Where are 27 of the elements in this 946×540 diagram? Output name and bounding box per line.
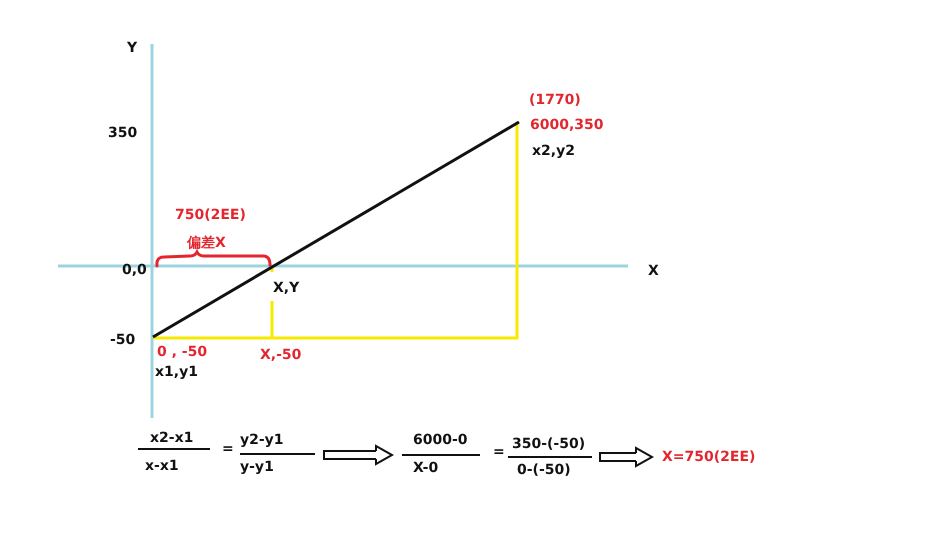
result-text: X=750(2EE): [662, 449, 756, 465]
tick-label: 350: [108, 125, 138, 141]
fraction-denominator: x-x1: [145, 458, 179, 474]
equals-sign: =: [222, 441, 234, 457]
fraction-numerator: 6000-0: [413, 432, 468, 448]
axis-label: Y: [127, 40, 138, 56]
dimension-label: 偏差X: [187, 235, 226, 251]
hollow-arrow: [323, 445, 393, 465]
equals-sign: =: [493, 444, 505, 460]
point-label: X,-50: [260, 347, 302, 363]
point-label: x2,y2: [532, 143, 575, 159]
axis-label: X: [648, 263, 659, 279]
fraction-numerator: y2-y1: [240, 432, 284, 448]
fraction-numerator: 350-(-50): [512, 436, 586, 452]
hollow-arrow: [599, 447, 653, 467]
point-label: (1770): [529, 92, 581, 108]
point-label: x1,y1: [155, 364, 198, 380]
fraction-denominator: X-0: [413, 460, 438, 476]
fraction-denominator: 0-(-50): [517, 462, 571, 478]
point-label: 6000,350: [530, 117, 604, 133]
point-label: X,Y: [273, 280, 300, 296]
fraction-denominator: y-y1: [240, 459, 274, 475]
dimension-label: 750(2EE): [175, 207, 246, 223]
tick-label: -50: [110, 332, 136, 348]
point-label: 0 , -50: [157, 344, 208, 360]
fraction-numerator: x2-x1: [150, 430, 194, 446]
point-label: 0,0: [122, 262, 147, 278]
